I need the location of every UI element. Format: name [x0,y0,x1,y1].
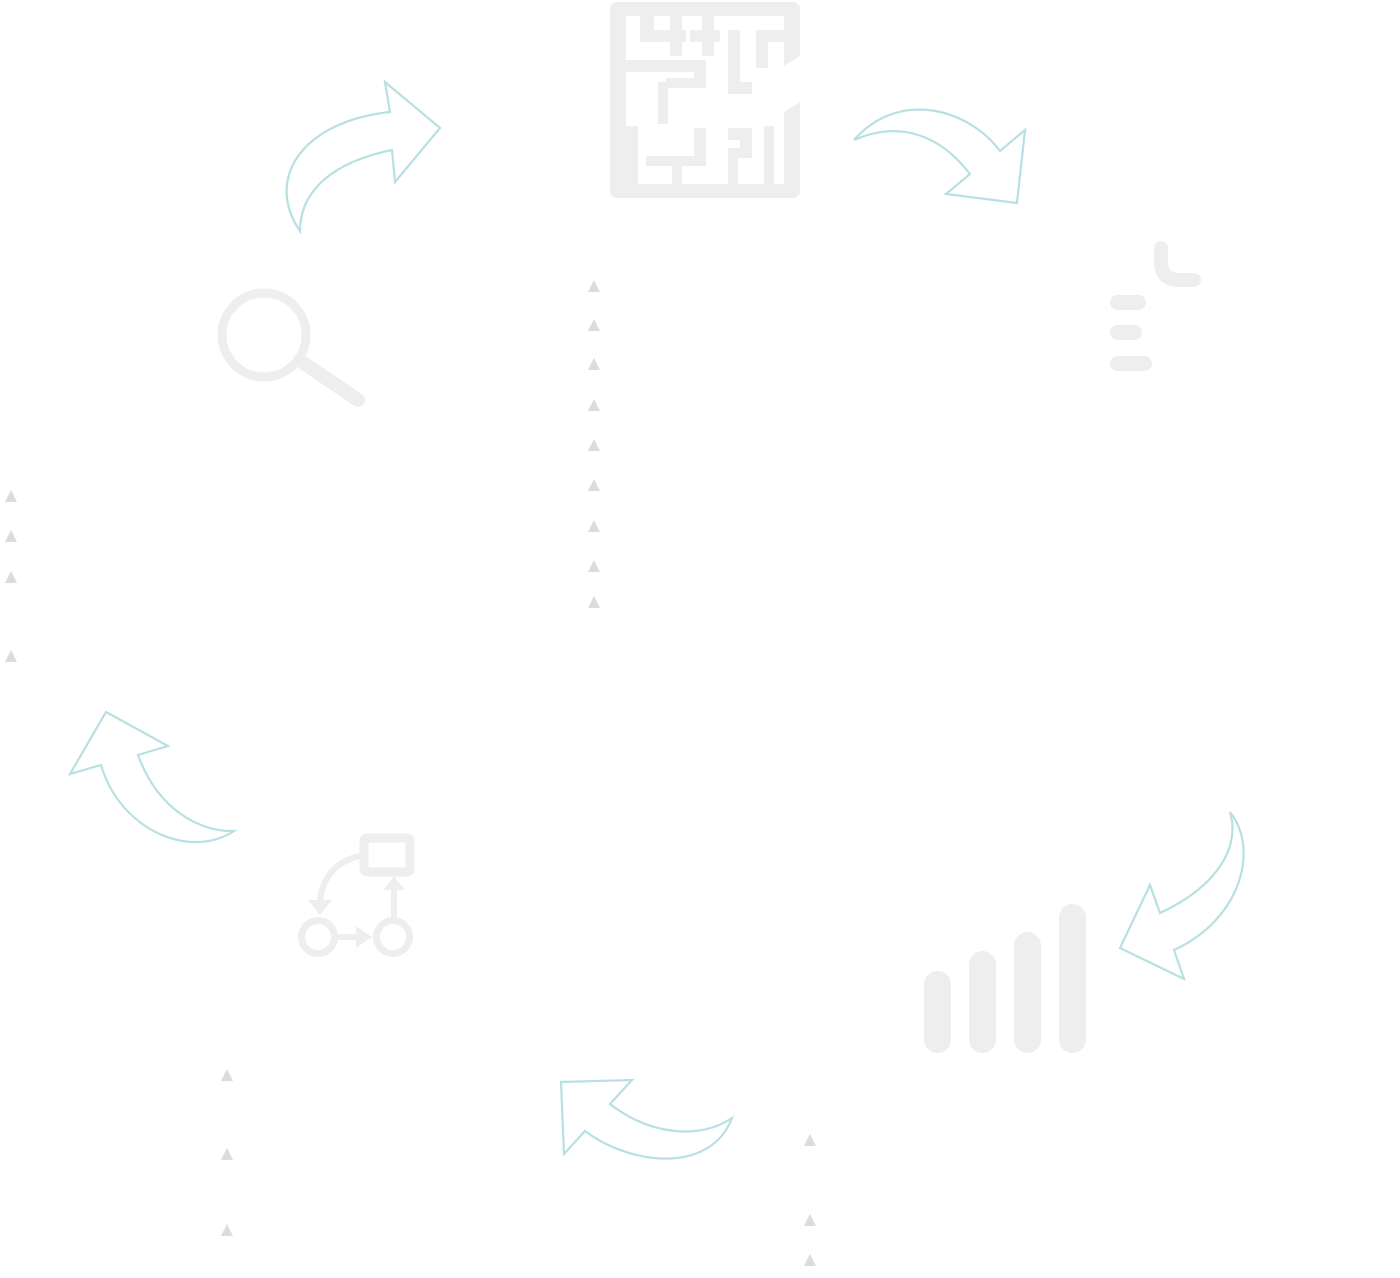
bar-chart-icon [924,904,1086,1053]
bullet-marker [588,319,600,331]
bullet-marker [588,280,600,292]
bullet-marker [5,650,17,662]
bullet-marker [588,520,600,532]
bullet-column-bottom-left [221,1069,233,1236]
bullet-marker [588,479,600,491]
bullet-marker [5,490,17,502]
bullet-marker [804,1254,816,1266]
arrow-chart-to-flow [559,1078,735,1160]
list-icon [1110,241,1201,371]
bullet-marker [221,1224,233,1236]
search-icon [217,288,365,407]
maze-icon [610,2,800,198]
arrow-search-to-maze [285,79,442,235]
arrow-list-to-chart [1118,811,1245,982]
bullet-marker [588,399,600,411]
bullet-marker [804,1134,816,1146]
bullet-marker [804,1214,816,1226]
bullet-column-center [588,280,600,608]
bullet-marker [221,1148,233,1160]
bullet-marker [588,358,600,370]
flowchart-icon [298,833,415,957]
arrow-flow-to-search [67,710,238,844]
bullet-column-left [5,490,17,662]
bullet-marker [221,1069,233,1081]
bullet-marker [588,439,600,451]
bullet-marker [588,560,600,572]
bullet-marker [5,530,17,542]
arrow-maze-to-list [853,108,1027,205]
bullet-marker [588,596,600,608]
bullet-marker [5,571,17,583]
bullet-column-bottom-right [804,1134,816,1266]
